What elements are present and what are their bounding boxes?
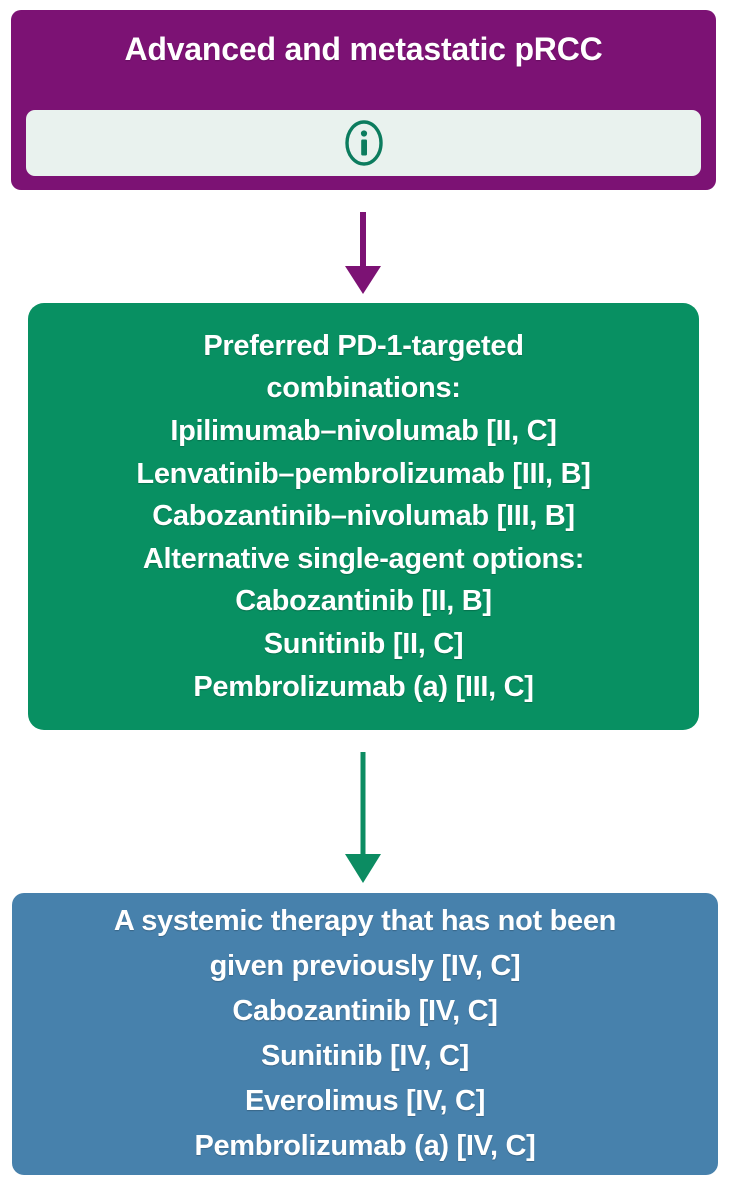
node-line: Everolimus [IV, C] <box>244 1084 486 1117</box>
node-line: Cabozantinib [II, B] <box>235 585 492 618</box>
node-subsequent-treatment[interactable]: A systemic therapy that has not been giv… <box>12 893 718 1175</box>
arrow-header-to-first-line <box>0 190 738 305</box>
node-line: Pembrolizumab (a) [IV, C] <box>194 1129 536 1162</box>
node-line: Cabozantinib–nivolumab [III, B] <box>152 500 575 533</box>
info-bar[interactable] <box>26 110 701 176</box>
node-first-line-treatment[interactable]: Preferred PD-1-targeted combinations: Ip… <box>28 303 699 730</box>
info-circle-icon[interactable] <box>342 117 386 169</box>
node-line: Cabozantinib [IV, C] <box>232 995 498 1028</box>
node-line: A systemic therapy that has not been <box>113 905 617 938</box>
node-line: Pembrolizumab (a) [III, C] <box>193 670 534 703</box>
node-line: Sunitinib [II, C] <box>263 628 464 661</box>
node-line: Ipilimumab–nivolumab [II, C] <box>170 414 557 447</box>
node-line: Lenvatinib–pembrolizumab [III, B] <box>136 457 591 490</box>
node-advanced-metastatic-prcc[interactable]: Advanced and metastatic pRCC <box>11 10 716 190</box>
node-line: combinations: <box>266 372 461 405</box>
node-line: Preferred PD-1-targeted <box>203 329 524 362</box>
node-line: Sunitinib [IV, C] <box>260 1040 470 1072</box>
page-title: Advanced and metastatic pRCC <box>124 31 603 67</box>
node-line: Alternative single-agent options: <box>142 542 585 575</box>
node-line: given previously [IV, C] <box>209 950 521 983</box>
arrow-first-line-to-subsequent <box>0 730 738 895</box>
